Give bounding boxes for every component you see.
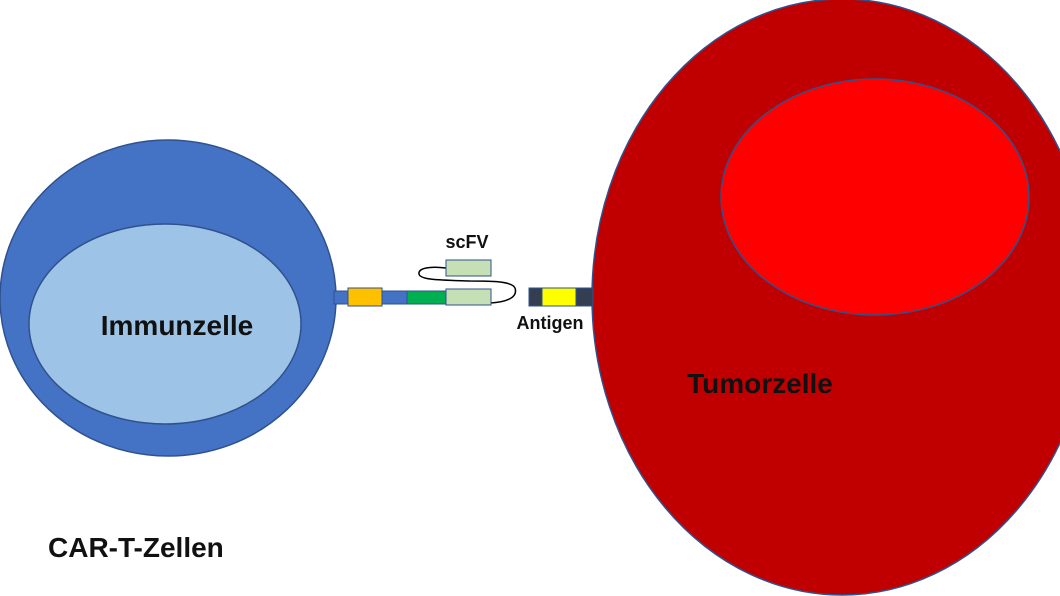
scfv-heavy-chain	[445, 288, 492, 306]
tumor-cell: Tumorzelle	[591, 0, 1060, 596]
antigen-epitope	[541, 287, 577, 307]
tumor-cell-label: Tumorzelle	[687, 368, 833, 399]
signaling-domain	[406, 290, 448, 305]
immune-cell-label: Immunzelle	[101, 310, 253, 341]
immune-cell: Immunzelle	[0, 139, 337, 457]
car-receptor: scFV	[333, 232, 517, 307]
scfv-linker	[418, 266, 517, 304]
antigen: Antigen	[517, 287, 594, 333]
antigen-label: Antigen	[517, 313, 584, 333]
immune-cell-nucleus	[28, 223, 302, 425]
tumor-cell-nucleus	[720, 78, 1030, 316]
scfv-label: scFV	[445, 232, 488, 252]
caption: CAR-T-Zellen	[48, 532, 224, 563]
costimulatory-domain	[347, 287, 383, 307]
scfv-light-chain	[445, 259, 492, 277]
